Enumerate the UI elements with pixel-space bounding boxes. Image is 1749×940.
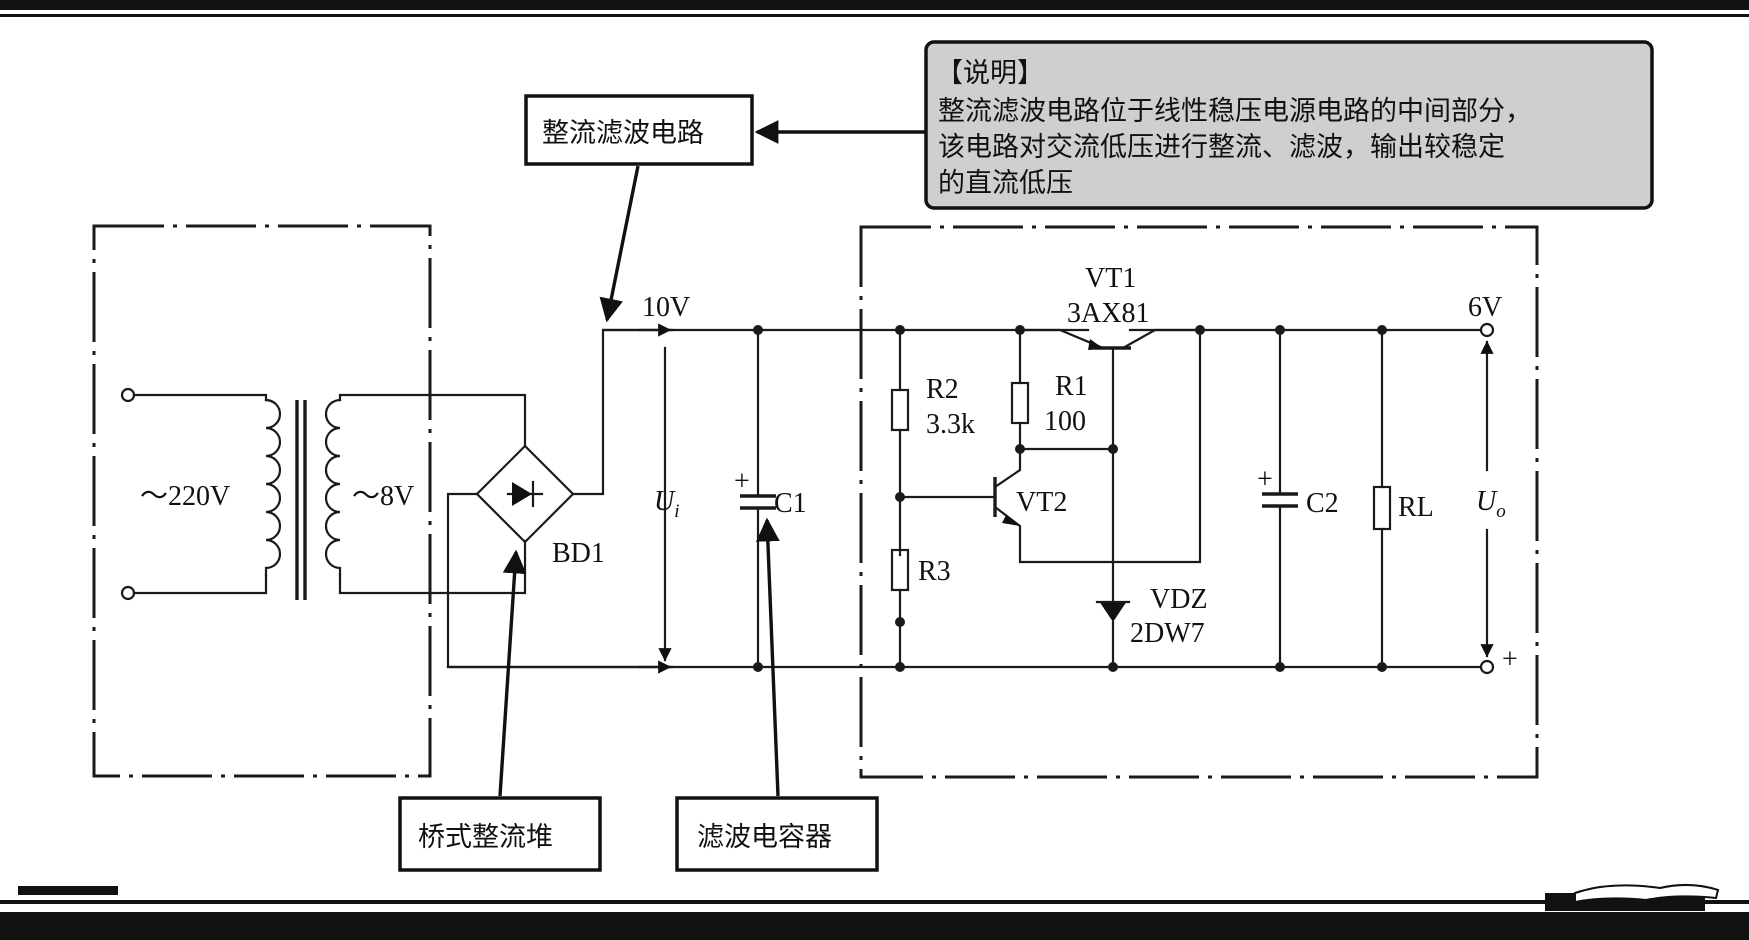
- corner-decoration: [1574, 884, 1720, 904]
- output-plus: +: [1502, 644, 1518, 675]
- output-junction-dot: [1195, 325, 1205, 335]
- resistor-r2: [890, 325, 910, 557]
- r2-name: R2: [926, 374, 959, 405]
- transistor-vt2: [898, 328, 1202, 564]
- ui-label: Ui: [654, 486, 680, 522]
- vt1-part: 3AX81: [1067, 298, 1149, 329]
- c1-plus: +: [734, 466, 750, 497]
- regulator-section-box: [859, 225, 1539, 779]
- rectifier-filter-callout-text: 整流滤波电路: [542, 118, 704, 149]
- note-title: 【说明】: [936, 58, 1044, 89]
- vt2-label: VT2: [1016, 487, 1067, 518]
- input-terminal-top: [120, 387, 136, 403]
- note-line-2: 该电路对交流低压进行整流、滤波，输出较稳定: [938, 132, 1505, 163]
- output-terminal-top: [1479, 322, 1495, 338]
- rectifier-filter-callout-box: [524, 94, 754, 166]
- uo-label: Uo: [1476, 486, 1506, 522]
- note-line-1: 整流滤波电路位于线性稳压电源电路的中间部分，: [938, 96, 1532, 127]
- c1-label: C1: [774, 488, 807, 519]
- note-box: [924, 40, 1654, 210]
- r3-label: R3: [918, 556, 951, 587]
- primary-coil: [264, 398, 282, 577]
- c2-plus: +: [1257, 464, 1273, 495]
- bd1-label: BD1: [552, 538, 605, 569]
- output-terminal-bottom: [1479, 659, 1495, 675]
- vt1-name: VT1: [1085, 263, 1136, 294]
- bridge-callout-text: 桥式整流堆: [418, 822, 553, 853]
- bridge-rectifier-bd1: [446, 328, 674, 669]
- rl-label: RL: [1398, 492, 1434, 523]
- transistor-vt1: [1018, 328, 1202, 451]
- rectifier-filter-pointer: [599, 165, 640, 323]
- input-voltage-label: ～220V: [140, 481, 230, 512]
- capacitor-c2: [1262, 325, 1298, 672]
- r1-value: 100: [1044, 406, 1086, 437]
- note-line-3: 的直流低压: [938, 168, 1073, 199]
- vdz-part: 2DW7: [1130, 618, 1205, 649]
- load-resistor-rl: [1372, 325, 1392, 672]
- input-terminal-bottom: [120, 585, 136, 601]
- filter-cap-callout-text: 滤波电容器: [697, 822, 832, 853]
- r1-name: R1: [1055, 371, 1088, 402]
- secondary-voltage-label: ～8V: [352, 481, 414, 512]
- input-dc-voltage-label: 10V: [642, 292, 690, 323]
- c2-label: C2: [1306, 488, 1339, 519]
- resistor-r3: [890, 492, 910, 672]
- zener-vdz: [1095, 447, 1131, 672]
- transformer: [120, 387, 527, 601]
- filter-cap-callout-box: [675, 796, 879, 872]
- secondary-coil: [324, 398, 342, 577]
- transformer-section-box: [92, 224, 432, 778]
- filter-cap-pointer: [755, 517, 780, 797]
- bridge-pointer: [498, 549, 527, 797]
- bridge-callout-box: [398, 796, 602, 872]
- r2-value: 3.3k: [926, 409, 975, 440]
- output-voltage-label: 6V: [1468, 292, 1502, 323]
- vdz-name: VDZ: [1150, 584, 1208, 615]
